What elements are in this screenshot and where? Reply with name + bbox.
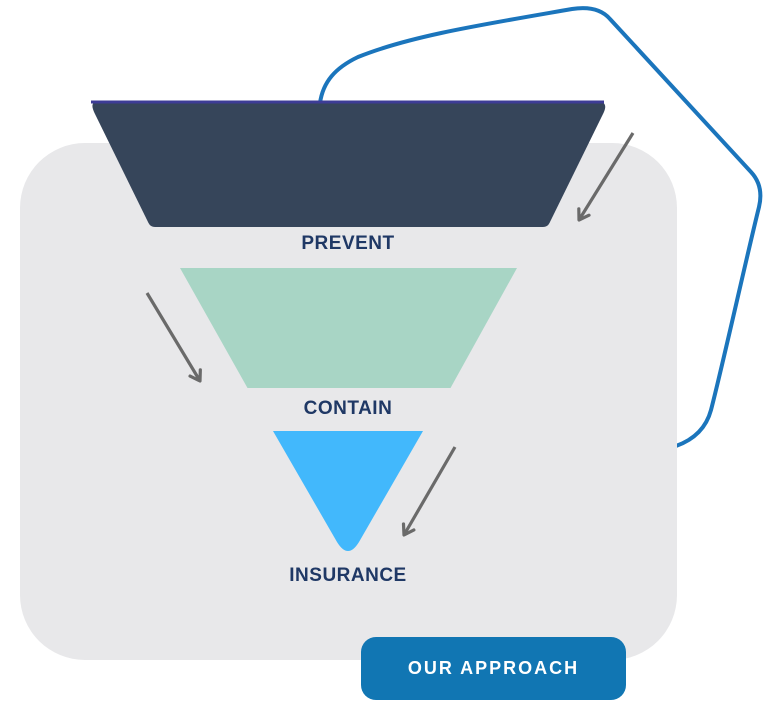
stage-label-contain: CONTAIN bbox=[303, 398, 393, 419]
connector-line bbox=[318, 6, 763, 448]
flow-arrow-bottom-right bbox=[401, 446, 457, 537]
funnel-stage-prevent bbox=[92, 101, 606, 227]
flow-arrow-left bbox=[145, 292, 202, 383]
stage-label-prevent: PREVENT bbox=[301, 233, 395, 254]
stage-label-insurance: INSURANCE bbox=[289, 565, 407, 586]
flow-arrow-top-right bbox=[577, 132, 635, 222]
our-approach-button[interactable]: OUR APPROACH bbox=[361, 637, 626, 700]
funnel-stage-insurance bbox=[273, 431, 423, 551]
funnel-stage-contain bbox=[180, 268, 517, 388]
